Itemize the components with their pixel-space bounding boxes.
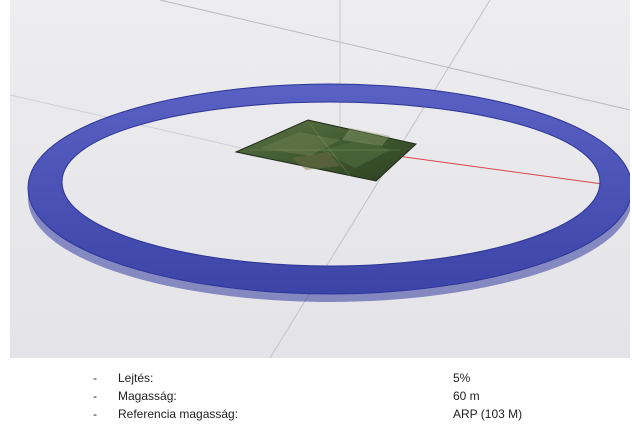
spec-label-reference-height: Referencia magasság: [118, 407, 239, 421]
bullet-dash: - [93, 371, 97, 385]
circular-surface-ring [27, 83, 630, 295]
spec-value-reference-height: ARP (103 M) [453, 407, 523, 421]
3d-viewport[interactable] [10, 0, 630, 358]
axis-line-red [389, 154, 611, 186]
terrain-tile [234, 119, 418, 182]
viewport-background [10, 0, 630, 358]
axis-line-gray-1 [159, 0, 630, 111]
spec-value-height: 60 m [453, 389, 480, 403]
specs-list: - Lejtés: 5% - Magasság: 60 m - Referenc… [93, 369, 593, 423]
spec-row-reference-height: - Referencia magasság: ARP (103 M) [93, 405, 593, 423]
spec-row-height: - Magasság: 60 m [93, 387, 593, 405]
spec-value-slope: 5% [453, 371, 471, 385]
bullet-dash: - [93, 407, 97, 421]
spec-label-slope: Lejtés: [118, 371, 154, 385]
bullet-dash: - [93, 389, 97, 403]
spec-label-height: Magasság: [118, 389, 177, 403]
scene-svg [10, 0, 630, 358]
spec-row-slope: - Lejtés: 5% [93, 369, 593, 387]
